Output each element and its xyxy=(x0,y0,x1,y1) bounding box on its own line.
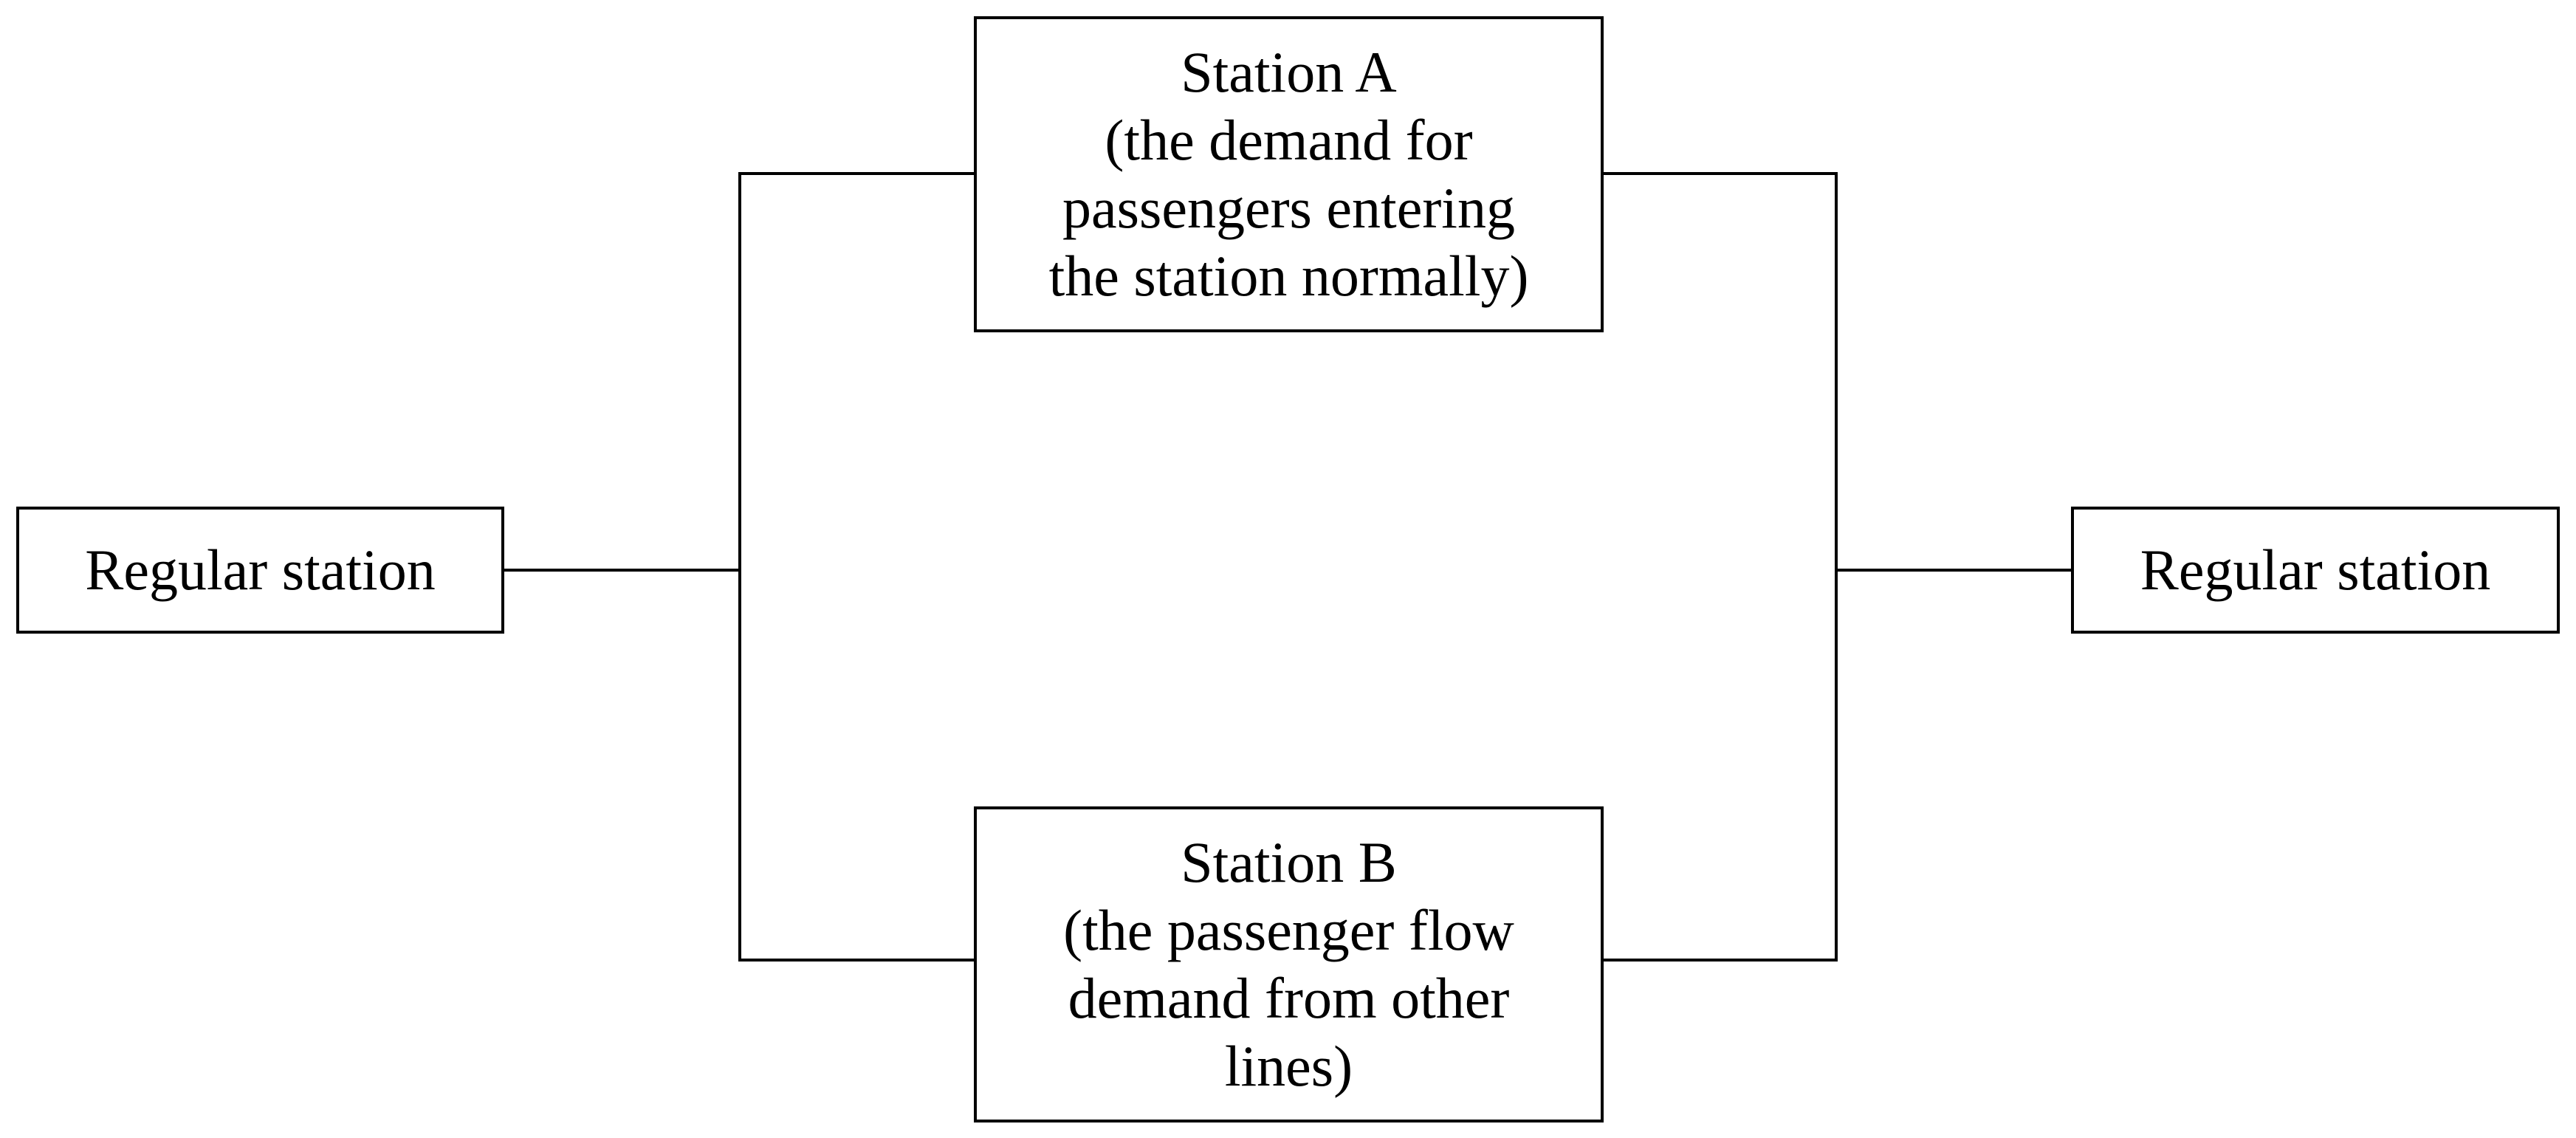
regular-station-left-label: Regular station xyxy=(85,537,436,602)
regular-station-right-label: Regular station xyxy=(2140,537,2491,602)
station-b-desc-line-3: lines) xyxy=(1224,1034,1353,1099)
regular-station-right-node: Regular station xyxy=(2071,507,2560,634)
station-b-desc-line-1: (the passenger flow xyxy=(1063,897,1514,962)
station-a-desc-line-1: (the demand for xyxy=(1105,107,1473,172)
station-a-desc-line-3: the station normally) xyxy=(1048,244,1529,309)
station-a-title: Station A xyxy=(1181,39,1397,104)
station-b-node: Station B (the passenger flow demand fro… xyxy=(974,806,1604,1122)
station-b-desc-line-2: demand from other xyxy=(1068,966,1510,1030)
station-b-title: Station B xyxy=(1181,829,1397,894)
regular-station-left-node: Regular station xyxy=(16,507,504,634)
station-a-node: Station A (the demand for passengers ent… xyxy=(974,16,1604,332)
station-a-desc-line-2: passengers entering xyxy=(1062,176,1515,240)
